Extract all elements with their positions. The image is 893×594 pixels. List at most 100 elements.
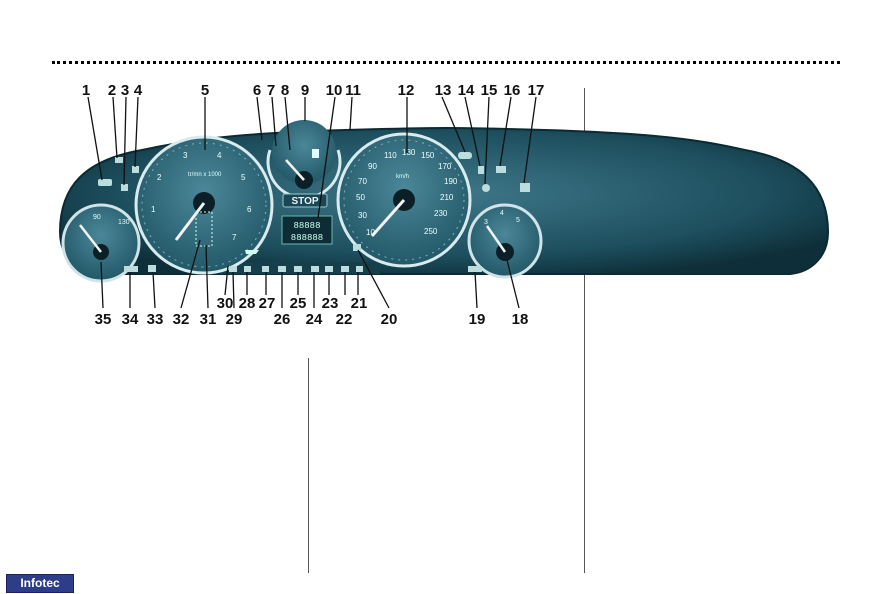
warning-icon-cluster: [195, 211, 213, 247]
callout-number: 35: [94, 311, 112, 328]
telltale-icon: [311, 266, 319, 272]
indicator-icon: [482, 184, 490, 192]
callout-number: 22: [335, 311, 353, 328]
indicator-icon: [148, 265, 156, 272]
callout-number: 15: [480, 82, 498, 99]
indicator-icon: [121, 184, 128, 191]
trip-display: 88888: [293, 221, 320, 231]
speedometer: km/h 10 30 50 70 90 110 130 150 170 190 …: [336, 132, 472, 268]
rpm-tick-label: 6: [247, 205, 252, 214]
speed-tick-label: 50: [356, 193, 365, 202]
speed-tick-label: 10: [366, 228, 375, 237]
oil-tick-label: 4: [500, 210, 504, 217]
callout-number: 24: [305, 311, 323, 328]
callout-number: 19: [468, 311, 486, 328]
telltale-icon: [294, 266, 302, 272]
rpm-tick-label: 3: [183, 151, 188, 160]
temp-tick-label: 90: [93, 214, 101, 221]
speed-tick-label: 30: [358, 211, 367, 220]
callout-number: 25: [289, 295, 307, 312]
indicator-icon: [132, 166, 139, 173]
callout-number: 23: [321, 295, 339, 312]
speed-tick-label: 230: [434, 209, 448, 218]
callout-number: 5: [200, 82, 210, 99]
dotted-separator: [52, 61, 840, 64]
indicator-icon: [115, 157, 123, 163]
callout-number: 30: [216, 295, 234, 312]
odometer-digits: 888888: [291, 233, 323, 243]
fuel-pump-icon: [312, 149, 319, 158]
stop-warning-lamp: [282, 193, 328, 208]
telltale-icon: [356, 266, 363, 272]
callout-number: 29: [225, 311, 243, 328]
fuel-gauge: [266, 120, 342, 200]
telltale-icon: [244, 266, 251, 272]
speed-tick-label: 170: [438, 162, 452, 171]
callout-number: 6: [252, 82, 262, 99]
indicator-icon: [520, 183, 530, 192]
callout-number: 33: [146, 311, 164, 328]
telltale-icon: [325, 266, 333, 272]
rpm-tick-label: 4: [217, 151, 222, 160]
callout-number: 16: [503, 82, 521, 99]
callout-number: 11: [345, 82, 361, 99]
callout-number: 31: [199, 311, 217, 328]
rpm-tick-label: 5: [241, 173, 246, 182]
callout-number: 13: [434, 82, 452, 99]
indicator-icon: [98, 179, 112, 186]
callout-number: 28: [238, 295, 256, 312]
telltale-icon: [229, 266, 237, 272]
callout-number: 18: [511, 311, 529, 328]
callout-number: 7: [266, 82, 276, 99]
callout-number: 12: [397, 82, 415, 99]
rpm-unit-label: tr/mn x 1000: [188, 172, 222, 178]
leader-lines: [87, 96, 537, 309]
speed-tick-label: 110: [384, 151, 397, 160]
oil-tick-label: 3: [484, 219, 488, 226]
speed-tick-label: 150: [421, 151, 435, 160]
speed-tick-label: 70: [358, 177, 367, 186]
callout-number: 20: [380, 311, 398, 328]
speed-tick-label: 130: [402, 148, 416, 157]
callout-number: 34: [121, 311, 139, 328]
speed-tick-label: 210: [440, 193, 454, 202]
indicator-icon: [496, 166, 506, 173]
callout-number: 1: [81, 82, 91, 99]
indicator-icon: [124, 266, 138, 272]
tachometer: tr/mn x 1000 1 2 3 4 5 6 7: [134, 135, 274, 275]
callout-number: 10: [325, 82, 343, 99]
callout-number: 21: [350, 295, 368, 312]
callout-number: 32: [172, 311, 190, 328]
temp-tick-label: 130: [118, 219, 130, 226]
stop-lamp-label: STOP: [291, 196, 318, 207]
indicator-icon: [353, 244, 361, 251]
telltale-icon: [262, 266, 269, 272]
indicator-icon: [458, 152, 472, 159]
odometer-display: 88888 888888: [281, 215, 333, 245]
column-divider-right: [584, 88, 585, 573]
callout-number: 27: [258, 295, 276, 312]
indicator-icon: [468, 266, 482, 272]
speed-tick-label: 250: [424, 227, 438, 236]
oil-warning-icon: [245, 250, 259, 254]
rpm-tick-label: 7: [232, 233, 237, 242]
callout-number: 8: [280, 82, 290, 99]
telltale-icon: [341, 266, 349, 272]
speed-tick-label: 190: [444, 177, 458, 186]
callout-number: 14: [457, 82, 475, 99]
callout-number: 9: [300, 82, 310, 99]
rpm-tick-label: 2: [157, 173, 162, 182]
oil-tick-label: 5: [516, 217, 520, 224]
infotec-logo: Infotec: [6, 574, 74, 593]
callout-number: 26: [273, 311, 291, 328]
indicator-icon: [478, 166, 484, 174]
callout-number: 17: [527, 82, 545, 99]
coolant-temperature-gauge: 90 130: [61, 203, 141, 283]
column-divider-center: [308, 358, 309, 573]
oil-gauge: 3 4 5: [467, 203, 543, 279]
rpm-tick-label: 1: [151, 205, 156, 214]
callout-number: 4: [133, 82, 143, 99]
callout-number: 3: [120, 82, 130, 99]
telltale-icon: [278, 266, 286, 272]
